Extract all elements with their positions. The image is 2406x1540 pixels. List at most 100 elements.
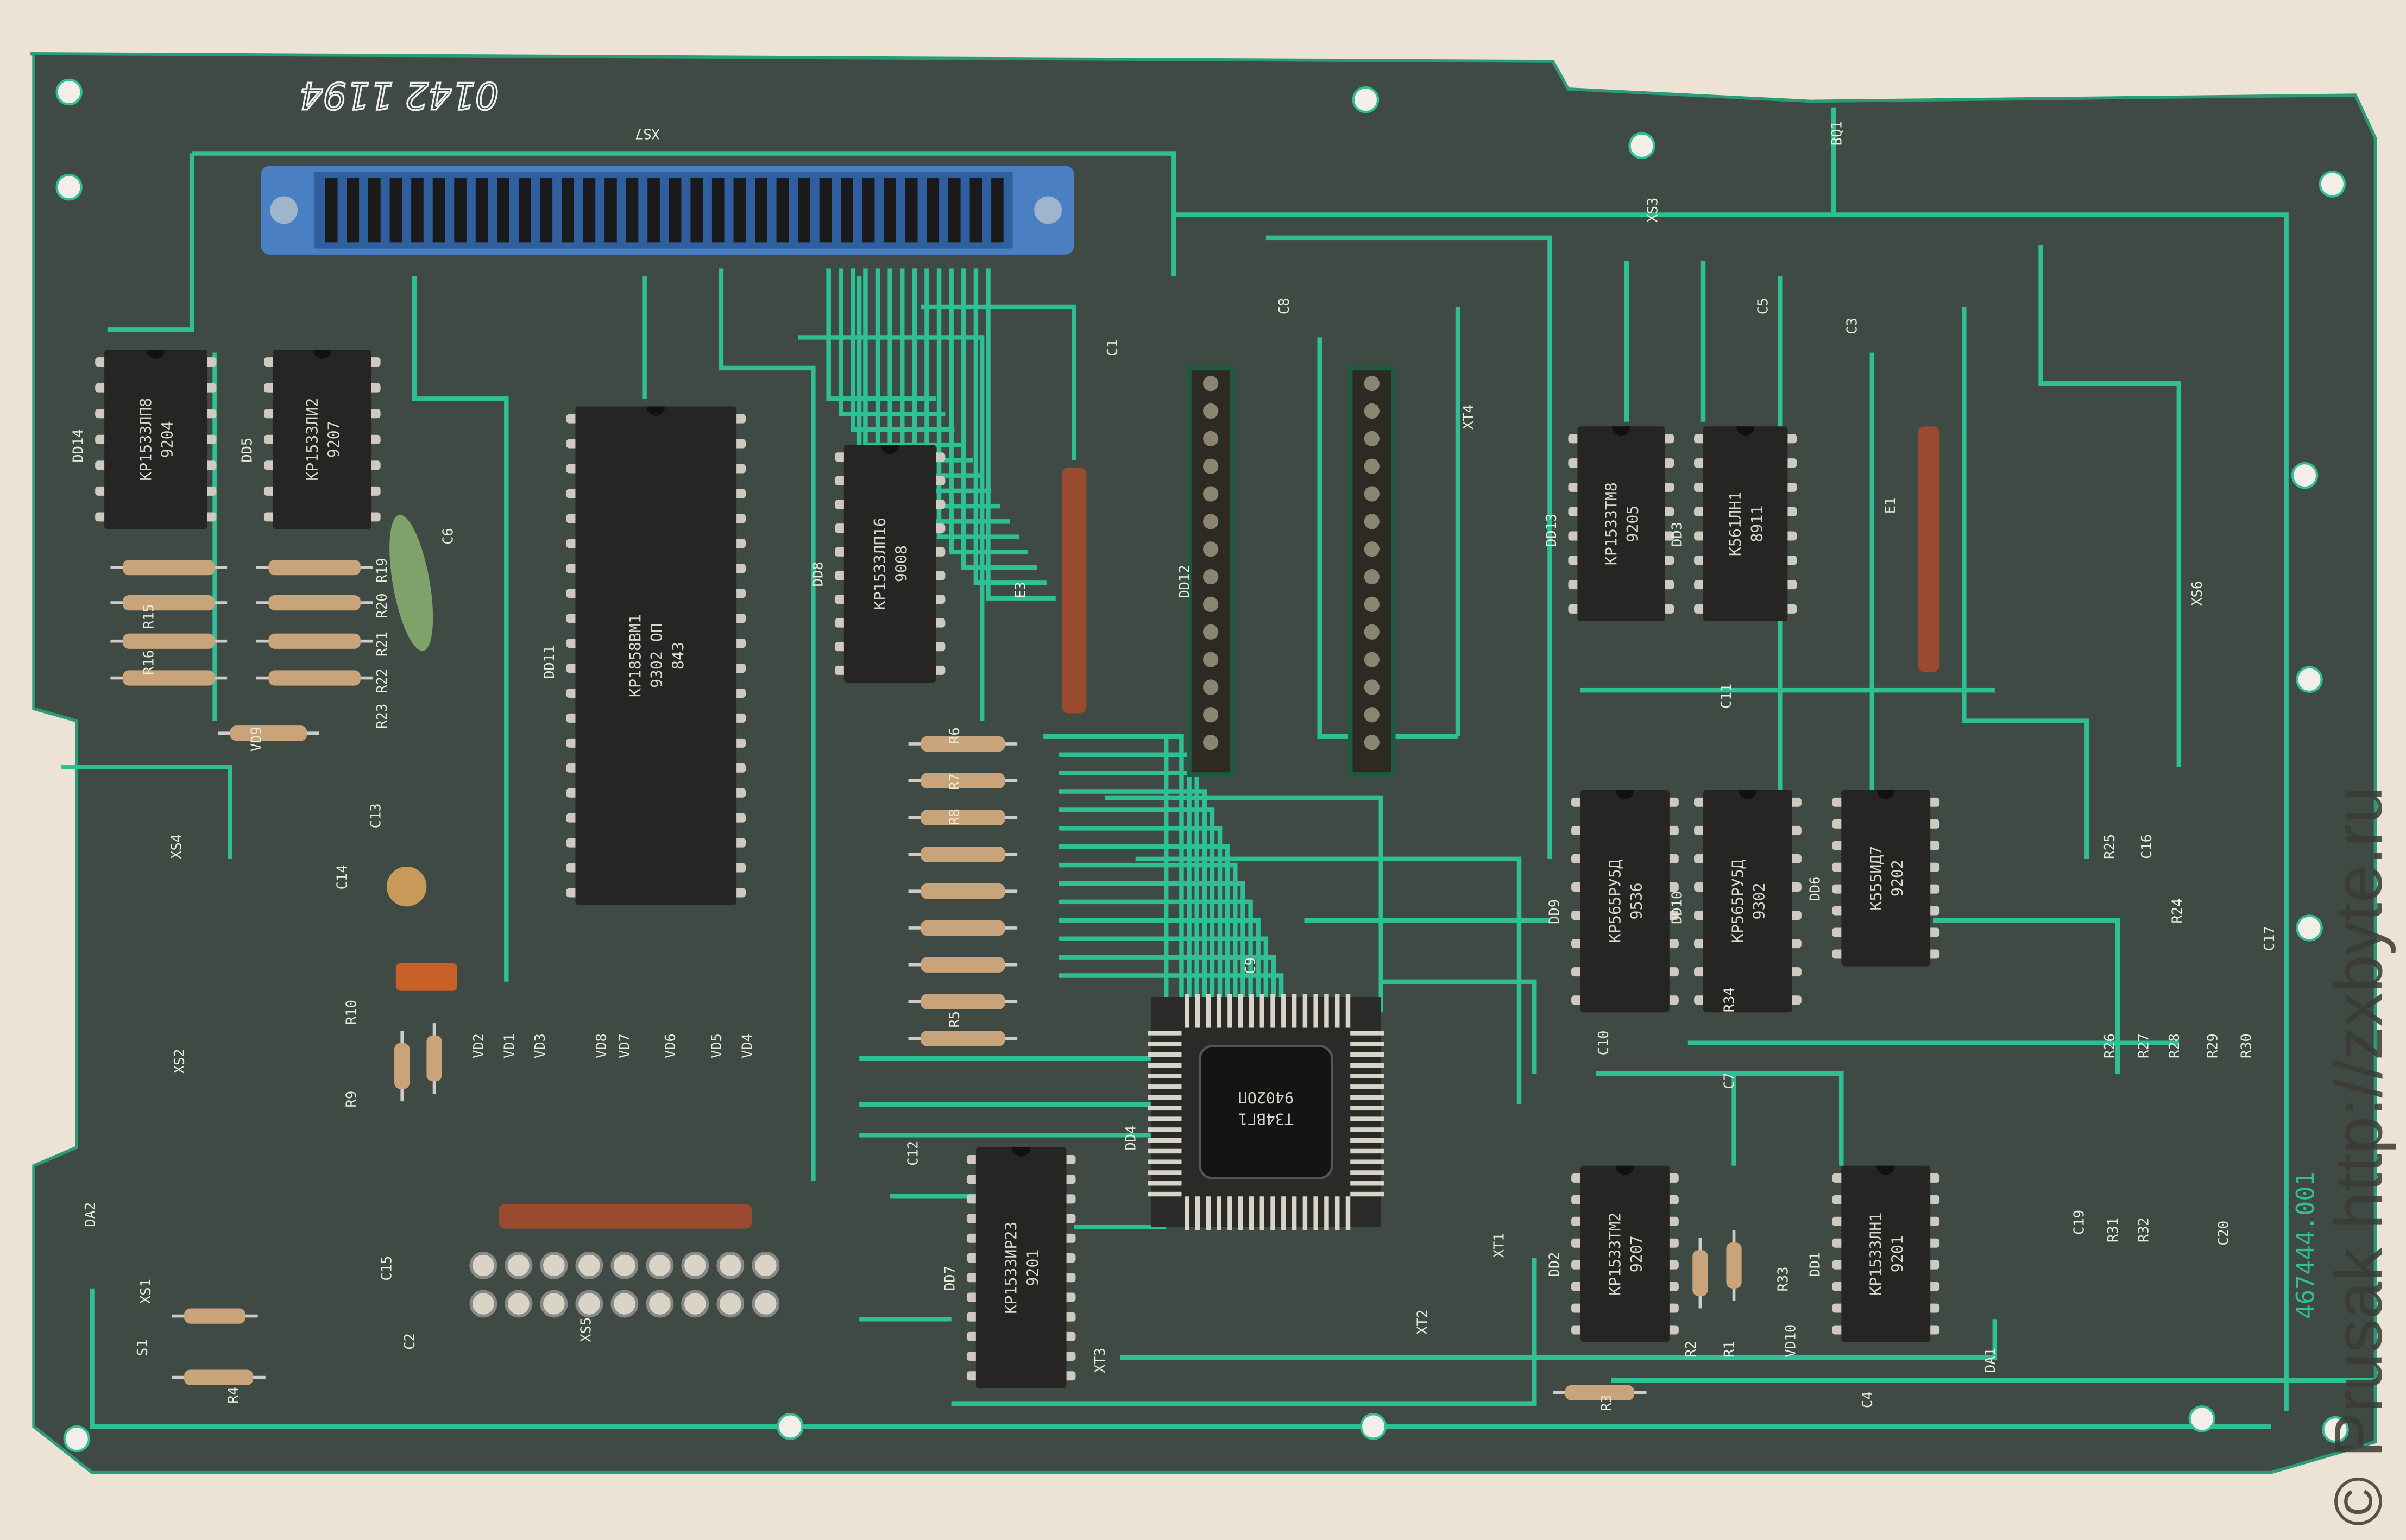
- mounting-hole: [777, 1413, 804, 1440]
- qfp-pin: [1148, 1148, 1182, 1154]
- connector-pin: [562, 178, 574, 243]
- qfp-pin: [1148, 1106, 1182, 1111]
- header-pin: [610, 1290, 639, 1318]
- silk-label-c1: C1: [1104, 339, 1120, 356]
- mounting-holes: [55, 78, 2349, 1453]
- mounting-hole: [2322, 1416, 2349, 1443]
- qfp-pin: [1281, 994, 1286, 1028]
- chip-ref: DD7: [941, 1266, 958, 1291]
- silk-label-c7: C7: [1721, 1072, 1737, 1089]
- trace: [412, 276, 509, 982]
- silk-label-c5: C5: [1755, 298, 1771, 314]
- silk-label-r25: R25: [2101, 834, 2118, 859]
- chip-marking: КР1533ЛИ2: [304, 398, 322, 481]
- silk-label-r2: R2: [1683, 1341, 1699, 1358]
- trace: [1059, 789, 1207, 1028]
- connector-pin: [905, 178, 918, 243]
- qfp-pin: [1350, 1041, 1384, 1046]
- mounting-hole: [2188, 1405, 2215, 1432]
- silk-label-r22: R22: [374, 668, 390, 693]
- chip-ref: DD9: [1546, 899, 1562, 924]
- resistor: [172, 1369, 266, 1385]
- silk-label-da2: DA2: [82, 1202, 98, 1227]
- qfp-pin: [1217, 1196, 1221, 1230]
- silk-label-da1: DA1: [1982, 1348, 1998, 1373]
- silk-label-c2: C2: [401, 1333, 418, 1350]
- connector-pin: [583, 178, 596, 243]
- qfp-pin: [1148, 1074, 1182, 1078]
- socket-pin: [1364, 486, 1380, 502]
- chip-marking: 9205: [1624, 506, 1642, 542]
- connector-pin: [862, 178, 875, 243]
- sip-body: [1918, 426, 1940, 672]
- silk-label-c12: C12: [905, 1141, 921, 1166]
- chip-marking: 9536: [1628, 883, 1646, 920]
- connector-pin: [733, 178, 746, 243]
- chip-notch: [1736, 426, 1755, 436]
- qfp-pin: [1350, 1106, 1384, 1111]
- trace: [1059, 844, 1230, 1028]
- resistor: [908, 1031, 1018, 1046]
- chip-marking: 9207: [1628, 1235, 1646, 1272]
- silk-label-vd10: VD10: [1783, 1324, 1799, 1358]
- chip-body: [1703, 790, 1792, 1013]
- qfp-pin: [1249, 1196, 1254, 1230]
- chip-marking: КР1533ИР23: [1003, 1222, 1021, 1314]
- silk-label-xs6: XS6: [2189, 581, 2205, 606]
- qfp-pin: [1227, 1196, 1232, 1230]
- silk-label-c16: C16: [2138, 834, 2155, 859]
- silk-label-xs1: XS1: [137, 1279, 154, 1304]
- socket-pin: [1364, 707, 1380, 723]
- chip-notch: [1611, 426, 1630, 436]
- socket-pin: [1364, 458, 1380, 474]
- qfp-pin: [1350, 1052, 1384, 1057]
- header-pin: [752, 1290, 780, 1318]
- socket-pin: [1203, 514, 1219, 529]
- silk-label-xs2: XS2: [171, 1049, 187, 1074]
- chip-marking: КР565РУ5Д: [1729, 860, 1747, 943]
- silk-label-r34: R34: [1721, 987, 1737, 1012]
- mounting-hole: [1628, 132, 1655, 160]
- resistor: [908, 736, 1018, 752]
- resistor-body: [184, 1308, 246, 1324]
- chip-marking: КР1533ЛП16: [871, 517, 889, 610]
- qfp-pin: [1227, 994, 1232, 1028]
- mounting-hole: [2319, 171, 2346, 198]
- qfp-pin: [1350, 1084, 1384, 1089]
- qfp-pin: [1350, 1031, 1384, 1036]
- silk-label-r7: R7: [946, 773, 962, 790]
- socket-pin: [1364, 431, 1380, 446]
- connector-pin: [991, 178, 1004, 243]
- resistors: [110, 560, 1742, 1400]
- qfp-pin: [1334, 1196, 1340, 1230]
- qfp-pin: [1217, 994, 1221, 1028]
- resistor: [110, 670, 228, 686]
- silk-label-xt1: XT1: [1491, 1233, 1507, 1258]
- trace: [1834, 212, 2289, 1411]
- qfp-pin: [1270, 1196, 1275, 1230]
- qfp-pin: [1292, 994, 1297, 1028]
- edge-connector-xs7: XS7: [261, 125, 1074, 255]
- qfp-pin: [1148, 1159, 1182, 1164]
- resistor-body: [921, 994, 1005, 1009]
- connector-pin: [798, 178, 810, 243]
- silk-label-c6: C6: [439, 528, 456, 545]
- chip-ref: DD5: [238, 438, 255, 463]
- qfp-pin: [1249, 994, 1254, 1028]
- trace: [1317, 337, 1458, 739]
- qfp-pin: [1350, 1148, 1384, 1154]
- header-pin: [469, 1290, 497, 1318]
- capacitor-c11: [395, 963, 457, 991]
- qfp-pin: [1350, 1095, 1384, 1100]
- trace: [951, 1258, 1537, 1406]
- capacitor-c6: [389, 515, 433, 651]
- silk-label-r3: R3: [1598, 1394, 1615, 1411]
- chip-marking: 9201: [1888, 1235, 1906, 1272]
- resistor: [110, 633, 228, 649]
- chip-marking: К555ИД7: [1867, 846, 1885, 911]
- silk-label-r1: R1: [1721, 1341, 1737, 1358]
- qfp-pin: [1148, 1052, 1182, 1057]
